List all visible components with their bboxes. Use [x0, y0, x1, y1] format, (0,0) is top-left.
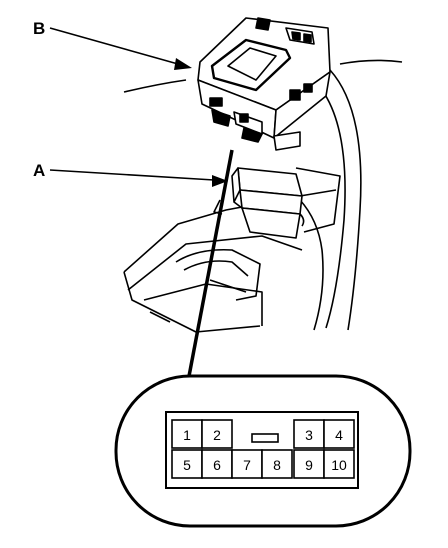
connector-detail-view: 1 2 3 4 5 6 7 8 9 10	[114, 374, 412, 528]
switch-bezel-a	[231, 167, 305, 239]
leader-arrow-b	[49, 27, 192, 70]
label-a: A	[33, 161, 45, 180]
connector-pin-label: 7	[243, 457, 251, 473]
connector-pin-label: 1	[183, 427, 191, 443]
window-master-switch-b	[197, 17, 331, 151]
connector-pin-label: 6	[213, 457, 221, 473]
connector-pin-label: 4	[335, 427, 343, 443]
connector-lock-tab	[251, 433, 279, 443]
connector-pin-label: 2	[213, 427, 221, 443]
connector-pin-label: 10	[331, 457, 347, 473]
connector-pin-label: 8	[273, 457, 281, 473]
connector-leader-line	[184, 149, 234, 393]
door-trim-panel	[123, 59, 403, 333]
leader-arrow-a	[49, 169, 228, 187]
label-b: B	[33, 19, 45, 38]
connector-pin-label: 5	[183, 457, 191, 473]
connector-pin-label: 3	[305, 427, 313, 443]
connector-pin-label: 9	[305, 457, 313, 473]
